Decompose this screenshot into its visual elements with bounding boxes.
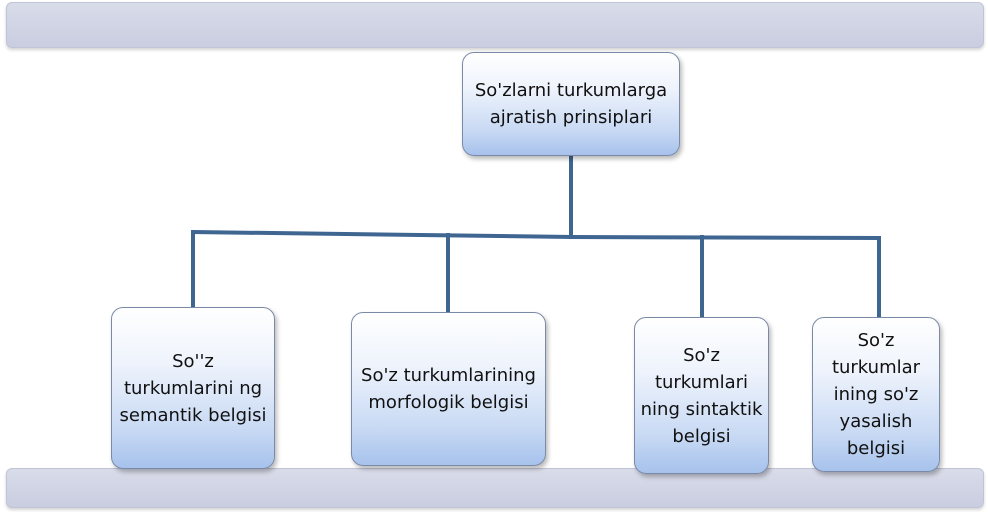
connector-horizontal-left	[190, 229, 574, 240]
child-node-morphologic-label: So'z turkumlarining morfologik belgisi	[361, 365, 536, 413]
child-node-morphologic: So'z turkumlarining morfologik belgisi	[351, 312, 546, 466]
child-node-word-formation-label: So'z turkumlar ining so'z yasalish belgi…	[831, 330, 921, 459]
child-node-semantic: So''z turkumlarini ng semantik belgisi	[111, 307, 275, 469]
child-node-syntactic-label: So'z turkumlari ning sintaktik belgisi	[640, 344, 763, 447]
top-band	[6, 2, 984, 48]
child-node-word-formation: So'z turkumlar ining so'z yasalish belgi…	[812, 317, 940, 472]
bottom-band	[6, 468, 984, 508]
root-node-label: So'zlarni turkumlarga ajratish prinsipla…	[474, 80, 668, 128]
connector-horizontal-right	[568, 234, 882, 241]
root-node: So'zlarni turkumlarga ajratish prinsipla…	[462, 52, 680, 156]
child-node-syntactic: So'z turkumlari ning sintaktik belgisi	[634, 317, 769, 474]
child-node-semantic-label: So''z turkumlarini ng semantik belgisi	[119, 350, 267, 426]
